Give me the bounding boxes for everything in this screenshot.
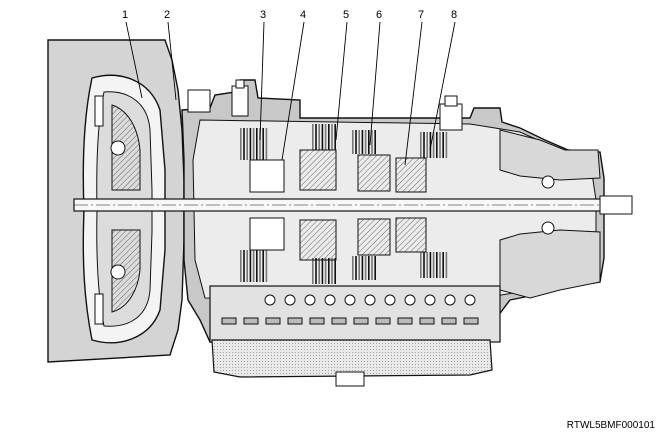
- main-shaft: [73, 195, 633, 215]
- figure-code: RTWL5BMF000101: [566, 420, 655, 431]
- top-bosses: [187, 79, 463, 131]
- callout-7: 7: [418, 9, 424, 21]
- leader-lines: [125, 21, 456, 166]
- clutch-packs-upper: [240, 124, 448, 160]
- oil-pan: [211, 339, 493, 387]
- callout-2: 2: [164, 9, 170, 21]
- callout-5: 5: [343, 9, 349, 21]
- clutch-packs-lower: [240, 250, 448, 284]
- callout-8: 8: [451, 9, 457, 21]
- callout-6: 6: [376, 9, 382, 21]
- callout-4: 4: [300, 9, 306, 21]
- callouts: 1 2 3 4 5 6 7 8: [122, 9, 457, 21]
- callout-3: 3: [260, 9, 266, 21]
- callout-1: 1: [122, 9, 128, 21]
- planetary-gears: [249, 149, 427, 261]
- output-housing: [499, 129, 601, 299]
- valve-body: [209, 285, 501, 343]
